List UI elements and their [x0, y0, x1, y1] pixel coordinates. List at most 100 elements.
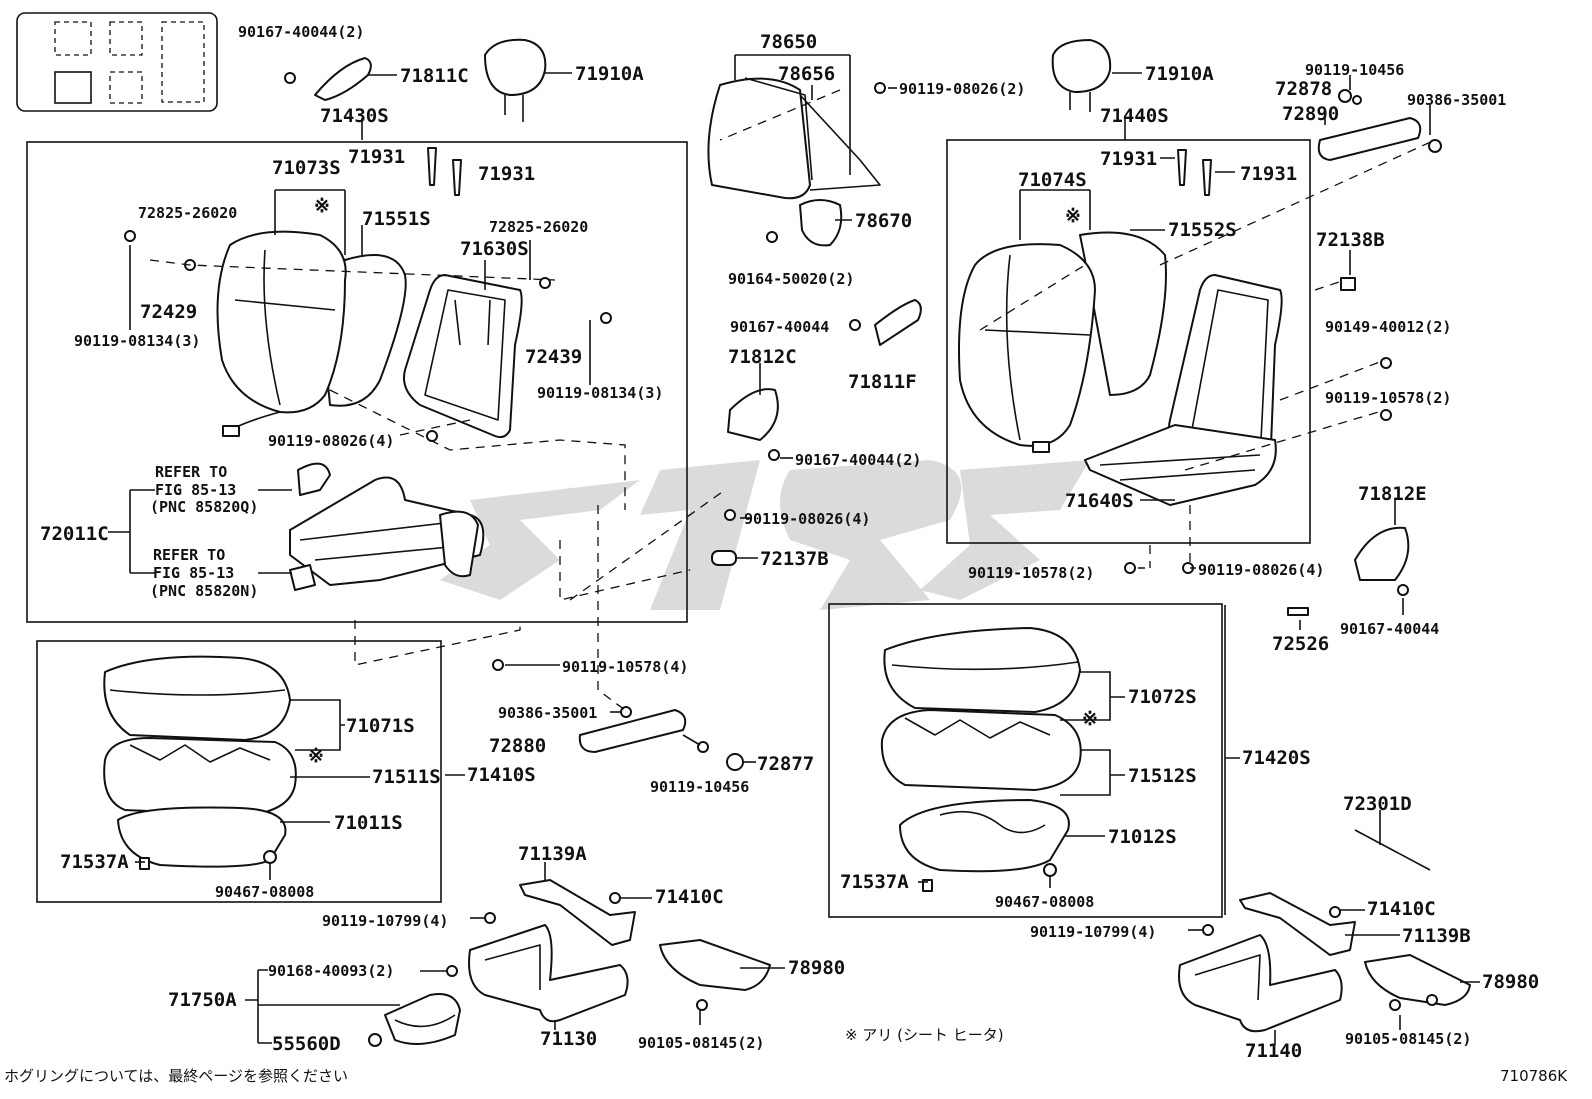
label: 71511S: [372, 766, 441, 788]
right-seat-track: [1084, 424, 1277, 506]
label: 90149-40012(2): [1325, 318, 1451, 336]
label: REFER TO: [155, 463, 227, 481]
center-71812C-cover: [727, 388, 779, 441]
part-71812E: [1354, 526, 1410, 581]
label: 71931: [1100, 148, 1157, 170]
part-labels: 90167-40044(2) 71811C 71910A 71430S 7193…: [4, 23, 1568, 1085]
label: (PNC 85820Q): [150, 498, 258, 516]
label: 72890: [1282, 103, 1339, 125]
center-seatback: [707, 77, 881, 247]
right-seat-cushion-pad: [880, 709, 1082, 791]
label: 90164-50020(2): [728, 270, 854, 288]
group-box-71420S: [828, 603, 1223, 918]
label: 71630S: [460, 238, 529, 260]
label: 72880: [489, 735, 546, 757]
right-armrest-72890: [1317, 117, 1422, 161]
label: 71430S: [320, 105, 389, 127]
label: 90119-08026(4): [1198, 561, 1324, 579]
left-seatback-cover: [216, 230, 407, 437]
left-headrest-garnish-71811C: [314, 57, 372, 101]
left-seat-bracket-71130: [468, 924, 629, 1023]
label: 71410S: [467, 764, 536, 786]
label: 72825-26020: [138, 204, 237, 222]
label: 90167-40044(2): [795, 451, 921, 469]
label: 90119-08134(3): [537, 384, 663, 402]
drawing-number: 710786K: [1500, 1067, 1568, 1085]
label: 71074S: [1018, 169, 1087, 191]
left-seatback-frame: [403, 274, 523, 439]
svg-text:※: ※: [308, 745, 324, 767]
label: 72825-26020: [489, 218, 588, 236]
label: 71812C: [728, 346, 797, 368]
label: 72439: [525, 346, 582, 368]
right-seat-cushion-frame: [899, 799, 1070, 873]
label: 78670: [855, 210, 912, 232]
label: 71139A: [518, 843, 587, 865]
label: 90467-08008: [215, 883, 314, 901]
label: 72877: [757, 753, 814, 775]
seat-position-key-icon: [16, 12, 218, 112]
label: 72526: [1272, 633, 1329, 655]
right-seat-bracket-71140: [1178, 934, 1343, 1033]
label: 71551S: [362, 208, 431, 230]
label: 90167-40044: [1340, 620, 1439, 638]
label: 71440S: [1100, 105, 1169, 127]
label: 78980: [788, 957, 845, 979]
label: 71910A: [575, 63, 644, 85]
label: 78980: [1482, 971, 1539, 993]
label: 71072S: [1128, 686, 1197, 708]
label: 90168-40093(2): [268, 962, 394, 980]
label: 90119-10578(2): [1325, 389, 1451, 407]
label: 90386-35001: [498, 704, 597, 722]
side-cover-78980-right: [1364, 954, 1471, 1006]
label: 71012S: [1108, 826, 1177, 848]
svg-text:※: ※: [1082, 708, 1098, 730]
label: 71750A: [168, 989, 237, 1011]
label: FIG 85-13: [153, 564, 234, 582]
label: 90119-10456: [1305, 61, 1404, 79]
left-rail-71139A: [519, 879, 636, 946]
label: 71073S: [272, 157, 341, 179]
right-headrest: [1051, 39, 1112, 112]
hog-ring-footnote: ホグリングについては、最終ページを参照ください: [4, 1067, 348, 1085]
label: 71512S: [1128, 765, 1197, 787]
label: 72429: [140, 301, 197, 323]
label: 72138B: [1316, 229, 1385, 251]
label: 71811F: [848, 371, 917, 393]
label: 90119-08026(4): [268, 432, 394, 450]
left-seat-track-adjuster: [289, 462, 485, 591]
label: 71410C: [655, 886, 724, 908]
label: 78650: [760, 31, 817, 53]
right-rail-71139B: [1239, 892, 1356, 956]
leader-lines: [108, 54, 1480, 1045]
label: 90119-10578(2): [968, 564, 1094, 582]
label: 71130: [540, 1028, 597, 1050]
center-armrest-72880: [578, 709, 687, 753]
label: 90119-08026(2): [899, 80, 1025, 98]
left-headrest: [484, 38, 547, 122]
tray-55560D: [384, 993, 461, 1045]
cable-72301D: [1354, 829, 1431, 871]
label: 71071S: [346, 715, 415, 737]
right-seatback-cover: [958, 231, 1167, 453]
label: 72301D: [1343, 793, 1412, 815]
label: 71011S: [334, 812, 403, 834]
label: 90167-40044(2): [238, 23, 364, 41]
center-71811F-garnish: [874, 299, 922, 346]
label: 71931: [478, 163, 535, 185]
label: 71931: [1240, 163, 1297, 185]
label: 90119-08026(4): [744, 510, 870, 528]
label: 71537A: [60, 851, 129, 873]
label: 55560D: [272, 1033, 341, 1055]
label: 71410C: [1367, 898, 1436, 920]
label: 71537A: [840, 871, 909, 893]
label: FIG 85-13: [155, 481, 236, 499]
label: 71931: [348, 146, 405, 168]
label: 71811C: [400, 65, 469, 87]
group-box-71410S: [36, 640, 442, 903]
label: 90105-08145(2): [638, 1034, 764, 1052]
label: REFER TO: [153, 546, 225, 564]
label: 72137B: [760, 548, 829, 570]
